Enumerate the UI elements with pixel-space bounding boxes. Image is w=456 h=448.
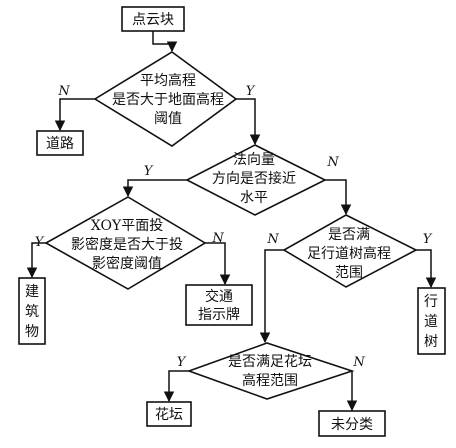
decision-4-line-1: 是否满 — [328, 227, 370, 243]
decision-3-line-3: 影密度阈值 — [92, 255, 162, 272]
flowerbed-node-label: 花坛 — [155, 407, 183, 423]
building-char-1: 建 — [25, 284, 39, 300]
building-char-3: 物 — [25, 324, 39, 340]
label-d2-yes: Y — [144, 164, 154, 179]
edge-d3-to-building — [26, 242, 46, 279]
edge-d2-to-d3 — [122, 179, 187, 198]
unclassified-node: 未分类 — [318, 410, 386, 437]
building-char-2: 筑 — [25, 304, 39, 320]
edge-d1-to-road — [54, 98, 95, 132]
decision-2-line-3: 水平 — [240, 190, 268, 206]
label-d4-no: N — [266, 232, 279, 247]
label-d3-no: N — [211, 231, 224, 246]
decision-2-line-1: 法向量 — [233, 152, 275, 168]
decision-1-line-2: 是否大于地面高程 — [112, 91, 224, 108]
label-d2-no: N — [326, 155, 339, 170]
street-tree-char-3: 树 — [424, 334, 438, 350]
street-tree-char-1: 行 — [424, 294, 438, 310]
decision-1-line-1: 平均高程 — [140, 72, 196, 89]
decision-5-line-2: 高程范围 — [242, 372, 298, 389]
unclassified-node-label: 未分类 — [331, 417, 373, 433]
decision-elevation-threshold: 平均高程 是否大于地面高程 阈值 — [93, 51, 238, 147]
traffic-sign-line-1: 交通 — [205, 288, 233, 305]
decision-4-line-2: 足行道树高程 — [307, 245, 391, 262]
street-tree-node: 行 道 树 — [417, 287, 446, 355]
edge-d4-to-d5 — [259, 249, 284, 344]
street-tree-char-2: 道 — [424, 314, 438, 330]
start-node: 点云块 — [121, 6, 185, 32]
traffic-sign-node: 交通 指示牌 — [185, 284, 253, 326]
start-node-label: 点云块 — [132, 12, 174, 28]
edge-d4-to-tree — [416, 249, 437, 289]
road-node: 道路 — [36, 130, 84, 156]
edge-d2-to-d4 — [325, 179, 352, 216]
edge-start-to-d1 — [152, 31, 178, 53]
decision-1-line-3: 阈值 — [154, 111, 182, 127]
road-node-label: 道路 — [46, 136, 74, 152]
label-d3-yes: Y — [35, 235, 45, 250]
decision-flowerbed-elevation: 是否满足花坛 高程范围 — [186, 342, 355, 400]
decision-5-line-1: 是否满足花坛 — [228, 354, 312, 370]
decision-3-line-2: 影密度是否大于投 — [71, 236, 183, 253]
flowerbed-node: 花坛 — [146, 401, 192, 427]
edge-d3-to-sign — [205, 242, 231, 286]
decision-normal-direction: 法向量 方向是否接近 水平 — [185, 144, 327, 216]
label-d5-no: N — [352, 355, 365, 370]
edge-d1-to-d2 — [236, 98, 261, 146]
decision-4-line-3: 范围 — [335, 264, 363, 281]
label-d5-yes: Y — [177, 355, 187, 370]
label-d1-no: N — [57, 84, 70, 99]
traffic-sign-line-2: 指示牌 — [198, 306, 240, 323]
building-node: 建 筑 物 — [18, 277, 46, 345]
decision-2-line-2: 方向是否接近 — [212, 170, 296, 187]
decision-3-line-1: XOY平面投 — [91, 218, 163, 234]
label-d1-yes: Y — [246, 84, 256, 99]
decision-projection-density: XOY平面投 影密度是否大于投 影密度阈值 — [44, 196, 207, 290]
edge-d5-to-flowerbed — [163, 370, 189, 403]
label-d4-yes: Y — [423, 232, 433, 247]
decision-tree-elevation: 是否满 足行道树高程 范围 — [282, 214, 418, 288]
